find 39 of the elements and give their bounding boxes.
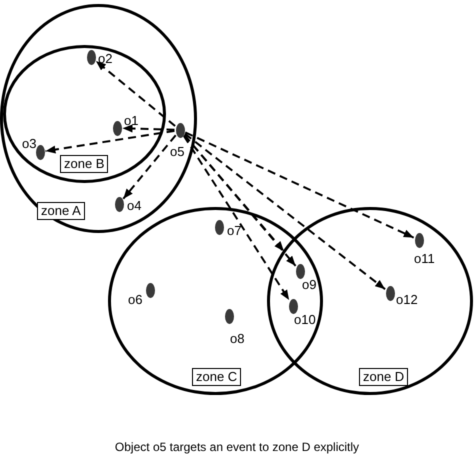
object-dot — [288, 298, 298, 314]
object-dot — [224, 308, 234, 324]
object-dot — [86, 50, 96, 64]
object-dot — [414, 232, 424, 248]
object-dot — [296, 264, 304, 278]
dashed-arrow — [184, 133, 386, 290]
object-dot — [112, 120, 122, 136]
object-label: o11 — [414, 251, 435, 266]
object-dot — [146, 282, 154, 298]
object-label: o7 — [227, 223, 242, 238]
dashed-arrow — [95, 60, 176, 127]
object-label: o5 — [170, 144, 184, 159]
object-label: o3 — [22, 136, 36, 151]
object-label: o6 — [128, 292, 142, 307]
caption: Object o5 targets an event to zone D explicitly — [114, 439, 360, 456]
zone-ellipse — [0, 4, 197, 233]
dashed-arrow — [122, 134, 176, 200]
zone-label: zone D — [359, 368, 408, 386]
zone-ellipse — [3, 45, 166, 183]
zone-label: zone C — [192, 368, 242, 386]
dashed-arrow — [183, 135, 290, 301]
object-dot — [176, 122, 184, 138]
dashed-arrow — [122, 124, 175, 132]
object-label: o9 — [302, 277, 316, 292]
object-dot — [386, 286, 394, 300]
object-dot — [114, 196, 124, 212]
object-label: o10 — [294, 312, 316, 327]
object-label: o1 — [124, 113, 138, 128]
object-label: o2 — [98, 51, 112, 66]
object-label: o4 — [127, 198, 142, 213]
zone-label: zone A — [37, 202, 85, 220]
dashed-arrow — [184, 132, 414, 238]
dashed-arrow — [45, 130, 175, 154]
zone-label: zone B — [60, 155, 108, 173]
object-dot — [214, 220, 224, 234]
object-label: o8 — [230, 331, 244, 346]
zone-ellipse — [267, 207, 473, 395]
object-dot — [36, 144, 44, 160]
object-label: o12 — [396, 292, 418, 307]
